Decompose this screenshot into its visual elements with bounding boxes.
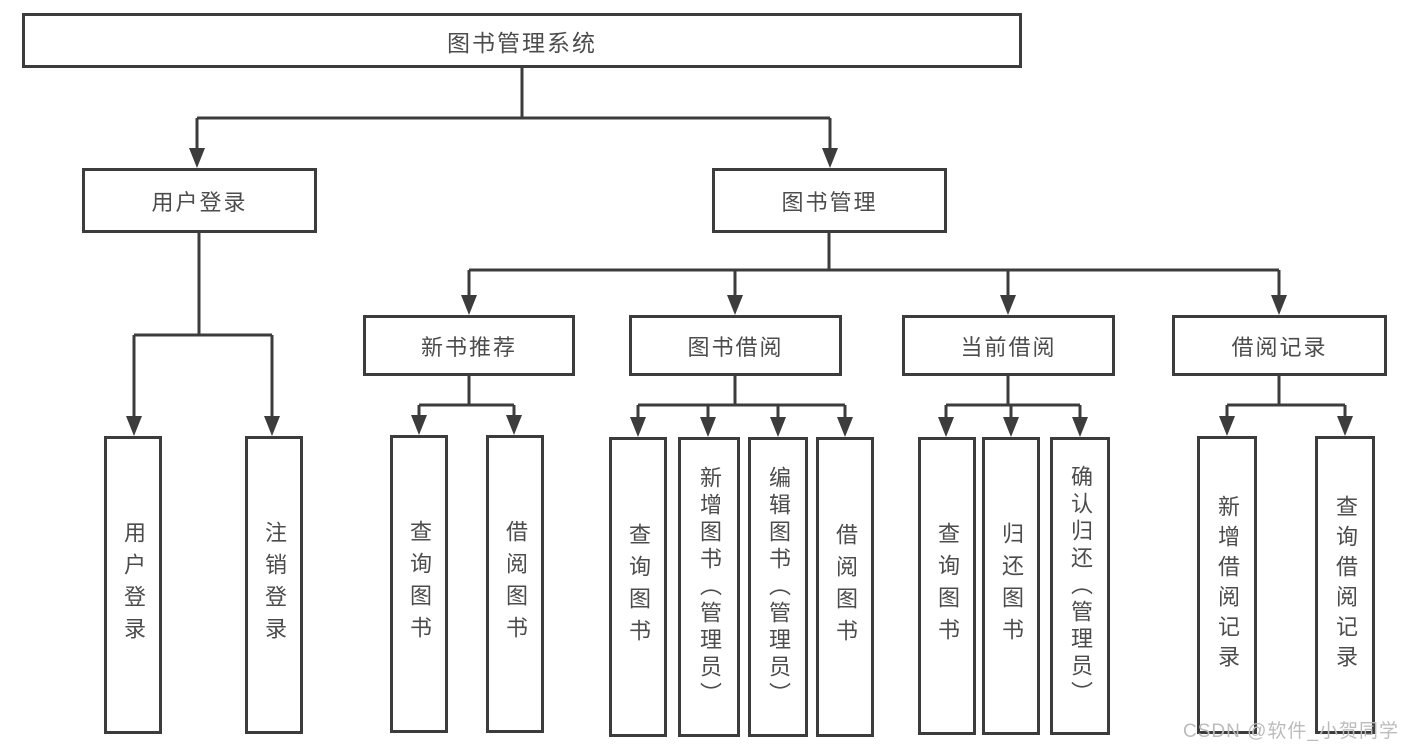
group-node-new-book-recommend: 新书推荐 bbox=[363, 315, 575, 376]
watermark-text: CSDN @软件_小贺同学 bbox=[1183, 721, 1399, 742]
leaf-node-query-books-2: 查询图书 bbox=[609, 437, 667, 737]
group-node-label: 借阅记录 bbox=[1231, 334, 1328, 360]
leaf-node-user-login: 用户登录 bbox=[104, 436, 162, 734]
group-node-borrow-records: 借阅记录 bbox=[1172, 315, 1387, 376]
leaf-node-logout: 注销登录 bbox=[245, 436, 303, 734]
group-node-book-borrow: 图书借阅 bbox=[629, 315, 842, 376]
leaf-node-borrow-books-1: 借阅图书 bbox=[486, 435, 544, 733]
branch-node-label: 用户登录 bbox=[151, 189, 248, 215]
leaf-node-borrow-books-2: 借阅图书 bbox=[816, 437, 874, 737]
leaf-node-label: 查询图书 bbox=[626, 523, 651, 651]
leaf-node-label: 新增借阅记录 bbox=[1215, 495, 1240, 675]
root-node-library-system: 图书管理系统 bbox=[22, 13, 1022, 68]
branch-node-book-management: 图书管理 bbox=[712, 168, 947, 233]
group-node-current-borrow: 当前借阅 bbox=[902, 315, 1115, 376]
leaf-node-return-books: 归还图书 bbox=[982, 437, 1040, 735]
leaf-node-label: 查询借阅记录 bbox=[1333, 495, 1358, 675]
root-node-label: 图书管理系统 bbox=[447, 29, 597, 56]
branch-node-user-login: 用户登录 bbox=[82, 168, 317, 233]
leaf-node-label: 用户登录 bbox=[121, 521, 146, 649]
branch-node-label: 图书管理 bbox=[781, 189, 878, 215]
group-node-label: 新书推荐 bbox=[420, 334, 517, 360]
leaf-node-label: 新增图书（管理员） bbox=[697, 465, 722, 709]
leaf-node-label: 查询图书 bbox=[935, 522, 960, 650]
leaf-node-label: 查询图书 bbox=[407, 520, 432, 648]
leaf-node-label: 归还图书 bbox=[999, 522, 1024, 650]
leaf-node-query-books-1: 查询图书 bbox=[390, 435, 448, 733]
leaf-node-query-borrow-record: 查询借阅记录 bbox=[1315, 436, 1375, 734]
leaf-node-label: 借阅图书 bbox=[833, 523, 858, 651]
leaf-node-query-books-3: 查询图书 bbox=[918, 437, 976, 735]
leaf-node-confirm-return-admin: 确认归还（管理员） bbox=[1050, 437, 1110, 735]
leaf-node-edit-books-admin: 编辑图书（管理员） bbox=[748, 437, 808, 737]
leaf-node-add-books-admin: 新增图书（管理员） bbox=[678, 437, 740, 737]
leaf-node-label: 编辑图书（管理员） bbox=[766, 465, 791, 709]
leaf-node-label: 确认归还（管理员） bbox=[1068, 464, 1093, 708]
leaf-node-label: 注销登录 bbox=[262, 521, 287, 649]
leaf-node-add-borrow-record: 新增借阅记录 bbox=[1197, 436, 1257, 734]
group-node-label: 图书借阅 bbox=[687, 334, 784, 360]
group-node-label: 当前借阅 bbox=[960, 334, 1057, 360]
leaf-node-label: 借阅图书 bbox=[503, 520, 528, 648]
